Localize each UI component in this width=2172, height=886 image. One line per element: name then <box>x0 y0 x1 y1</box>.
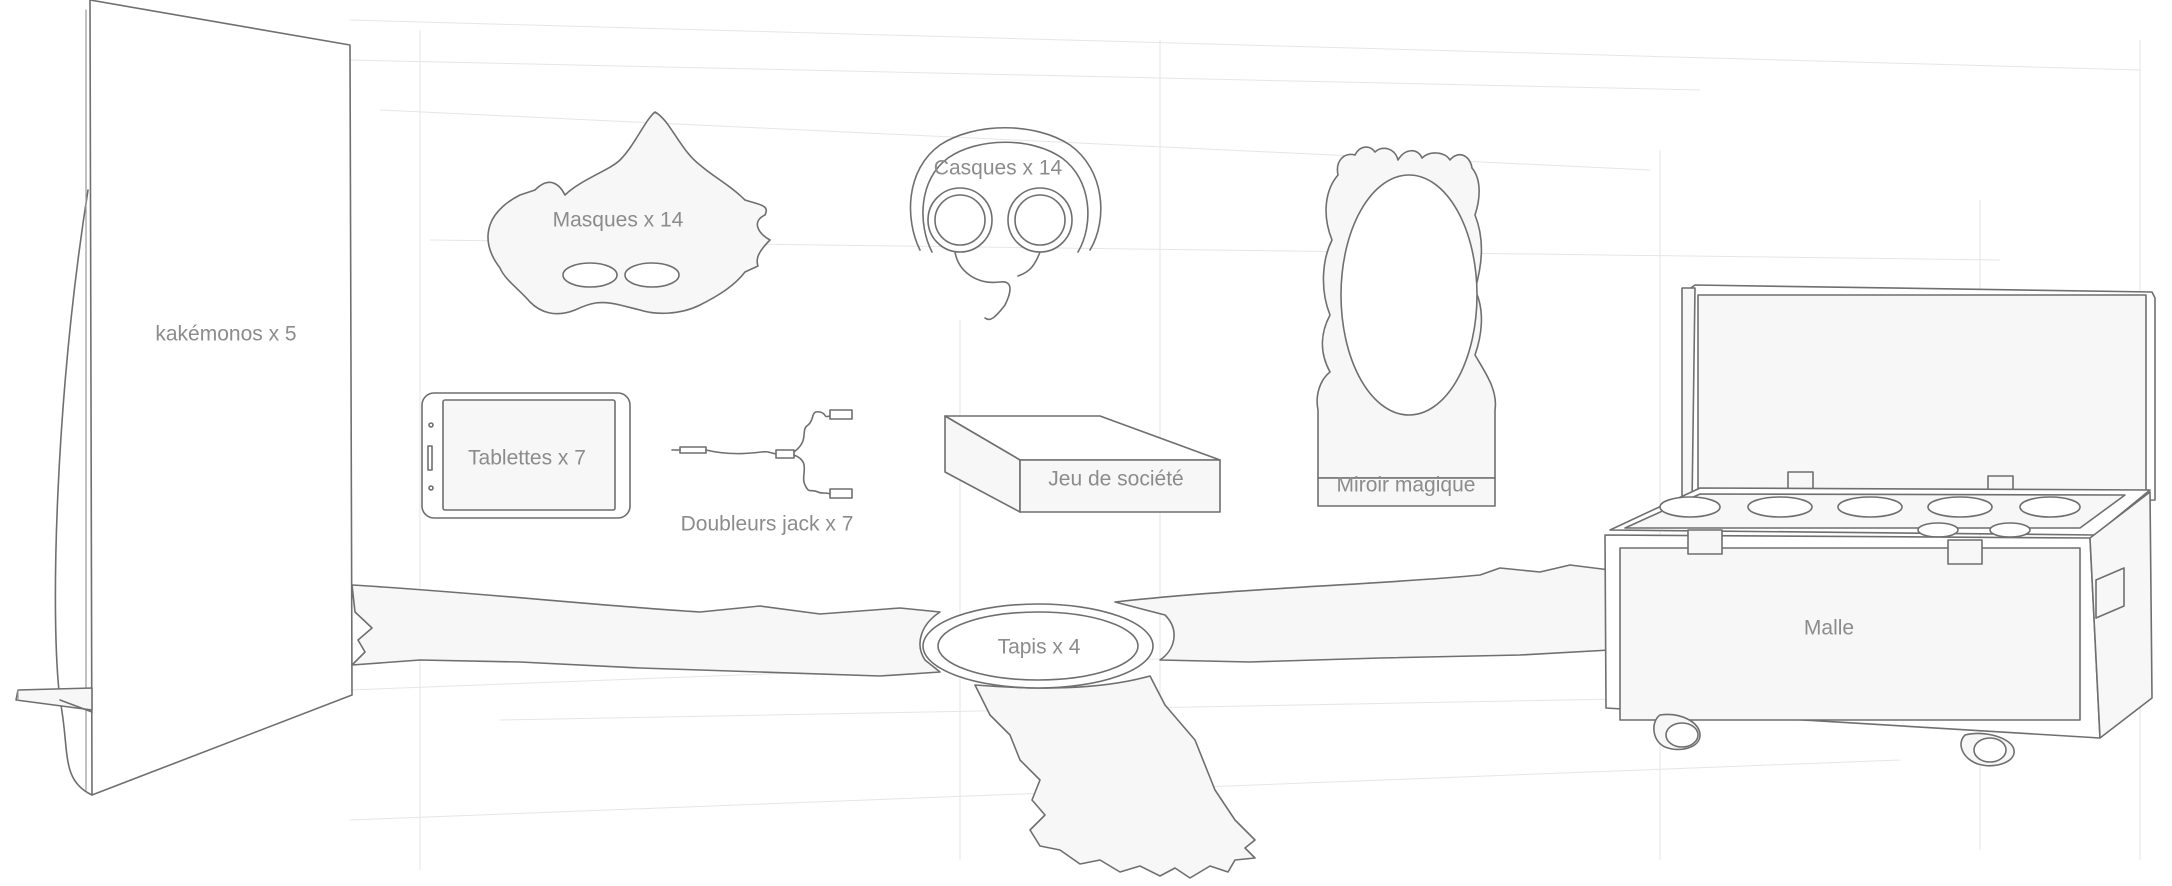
label-miroir: Miroir magique <box>1336 473 1476 497</box>
magic-mirror-drawing <box>1316 146 1497 507</box>
label-tapis: Tapis x 4 <box>997 635 1081 659</box>
label-kakemonos: kakémonos x 5 <box>155 322 297 346</box>
flight-case-drawing <box>1604 284 2156 767</box>
label-casques: Casques x 14 <box>933 156 1063 180</box>
label-jeu: Jeu de société <box>1048 467 1184 491</box>
jack-splitter-drawing <box>671 409 853 499</box>
rug-drawing <box>351 564 1611 879</box>
roll-up-banner-drawing <box>15 0 353 796</box>
tablet-drawing <box>421 392 631 519</box>
mask-drawing <box>487 111 771 315</box>
headphones-drawing <box>909 126 1102 321</box>
label-tablettes: Tablettes x 7 <box>468 446 586 470</box>
label-malle: Malle <box>1803 616 1855 640</box>
label-masques: Masques x 14 <box>552 208 684 232</box>
label-doubleurs: Doubleurs jack x 7 <box>680 512 854 536</box>
board-game-box-drawing <box>944 415 1221 513</box>
